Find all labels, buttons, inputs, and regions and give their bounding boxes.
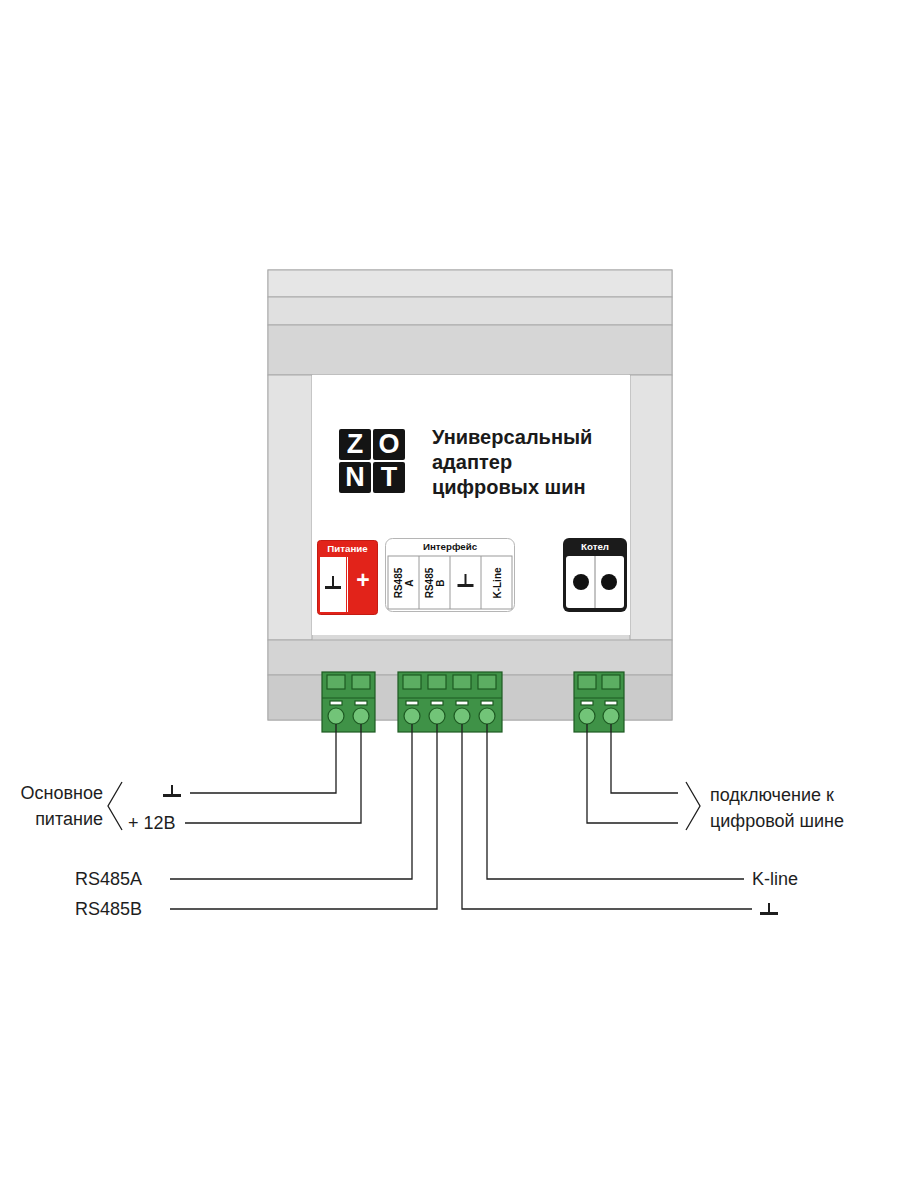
wire-label: K-line bbox=[752, 866, 798, 892]
box-title: Котел bbox=[563, 540, 627, 553]
ground-symbol bbox=[332, 576, 334, 587]
interface-box: ИнтерфейсRS485 A RS485 B K-Line bbox=[385, 538, 515, 612]
box-text: RS485 A bbox=[393, 564, 415, 602]
logo-letter: N bbox=[339, 462, 371, 493]
housing bbox=[268, 270, 672, 720]
box-text: + bbox=[348, 566, 378, 594]
ground-symbol bbox=[163, 785, 778, 915]
box-title: Интерфейс bbox=[385, 540, 515, 553]
box-text: K-Line bbox=[491, 564, 502, 602]
box-text: RS485 B bbox=[424, 564, 446, 602]
wire-label: + 12В bbox=[128, 810, 176, 836]
logo-letter: Z bbox=[339, 429, 371, 460]
wire-label: RS485B bbox=[75, 896, 142, 922]
box-title: Универсальный адаптер цифровых шин bbox=[432, 425, 604, 500]
wire-label: Основное питание bbox=[0, 780, 103, 832]
ground-symbol bbox=[465, 574, 467, 585]
logo-letter: O bbox=[373, 429, 405, 460]
contact-dot bbox=[573, 574, 589, 590]
wires bbox=[170, 724, 752, 909]
brackets bbox=[108, 782, 700, 830]
label-panel: Универсальный адаптер цифровых шинПитани… bbox=[312, 375, 630, 635]
logo-letter: T bbox=[373, 462, 405, 493]
terminal-blocks bbox=[322, 672, 624, 732]
wire-label: подключение к цифровой шине bbox=[710, 782, 895, 834]
wire-label: RS485A bbox=[75, 866, 142, 892]
power-box: Питание + bbox=[317, 540, 378, 615]
box-title: Питание bbox=[317, 542, 378, 555]
boiler-box: Котел bbox=[563, 538, 627, 612]
contact-dot bbox=[601, 574, 617, 590]
